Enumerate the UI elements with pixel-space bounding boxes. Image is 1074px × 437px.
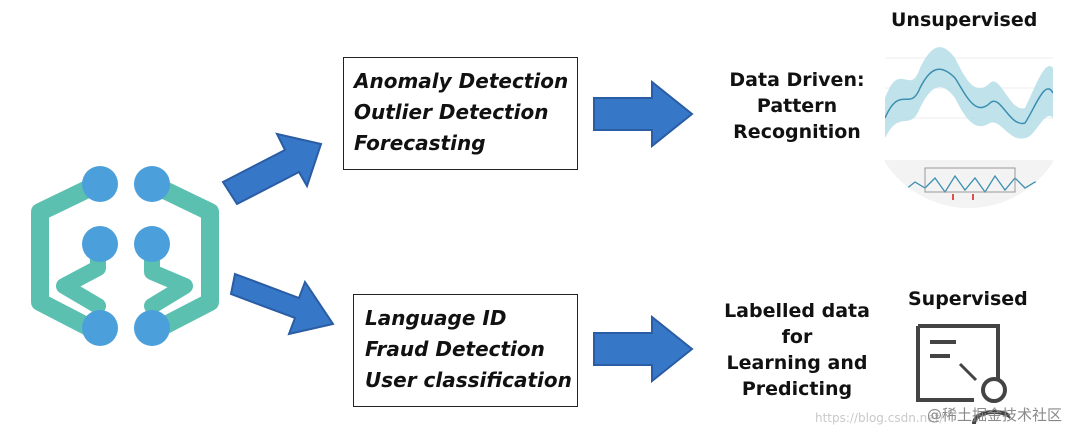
result-line: Predicting bbox=[741, 378, 853, 400]
result-line: Learning and bbox=[726, 352, 868, 374]
result-line: for bbox=[781, 326, 813, 348]
unsupervised-title: Unsupervised bbox=[891, 9, 1038, 31]
result-line: Pattern bbox=[756, 95, 838, 117]
task-fraud-detection: Fraud Detection bbox=[365, 337, 545, 361]
task-outlier-detection: Outlier Detection bbox=[354, 100, 549, 124]
result-line: Labelled data bbox=[724, 300, 870, 322]
diagonal-arrow-up-icon bbox=[221, 132, 323, 206]
right-arrow-bottom-icon bbox=[593, 315, 694, 384]
result-line: Data Driven: bbox=[729, 69, 865, 91]
brain-circuit-logo-icon bbox=[31, 166, 219, 346]
labelled-document-user-icon bbox=[916, 324, 1010, 425]
right-arrow-top-icon bbox=[593, 80, 694, 149]
watermark-text: @稀土掘金技术社区 bbox=[926, 406, 1062, 424]
result-line: Recognition bbox=[733, 121, 861, 143]
supervised-tasks-box: Language ID Fraud Detection User classif… bbox=[353, 294, 578, 407]
unsupervised-result-text: Data Driven: Pattern Recognition bbox=[712, 67, 882, 145]
task-anomaly-detection: Anomaly Detection bbox=[354, 69, 569, 93]
task-user-classification: User classification bbox=[365, 368, 572, 392]
supervised-title: Supervised bbox=[908, 288, 1028, 310]
task-forecasting: Forecasting bbox=[354, 131, 486, 155]
task-language-id: Language ID bbox=[365, 306, 507, 330]
time-series-chart-illustration bbox=[885, 47, 1053, 208]
unsupervised-tasks-box: Anomaly Detection Outlier Detection Fore… bbox=[343, 57, 578, 170]
watermark-url: https://blog.csdn.net/ bbox=[815, 411, 944, 425]
diagonal-arrow-down-icon bbox=[229, 272, 335, 336]
supervised-result-text: Labelled data for Learning and Predictin… bbox=[712, 298, 882, 402]
